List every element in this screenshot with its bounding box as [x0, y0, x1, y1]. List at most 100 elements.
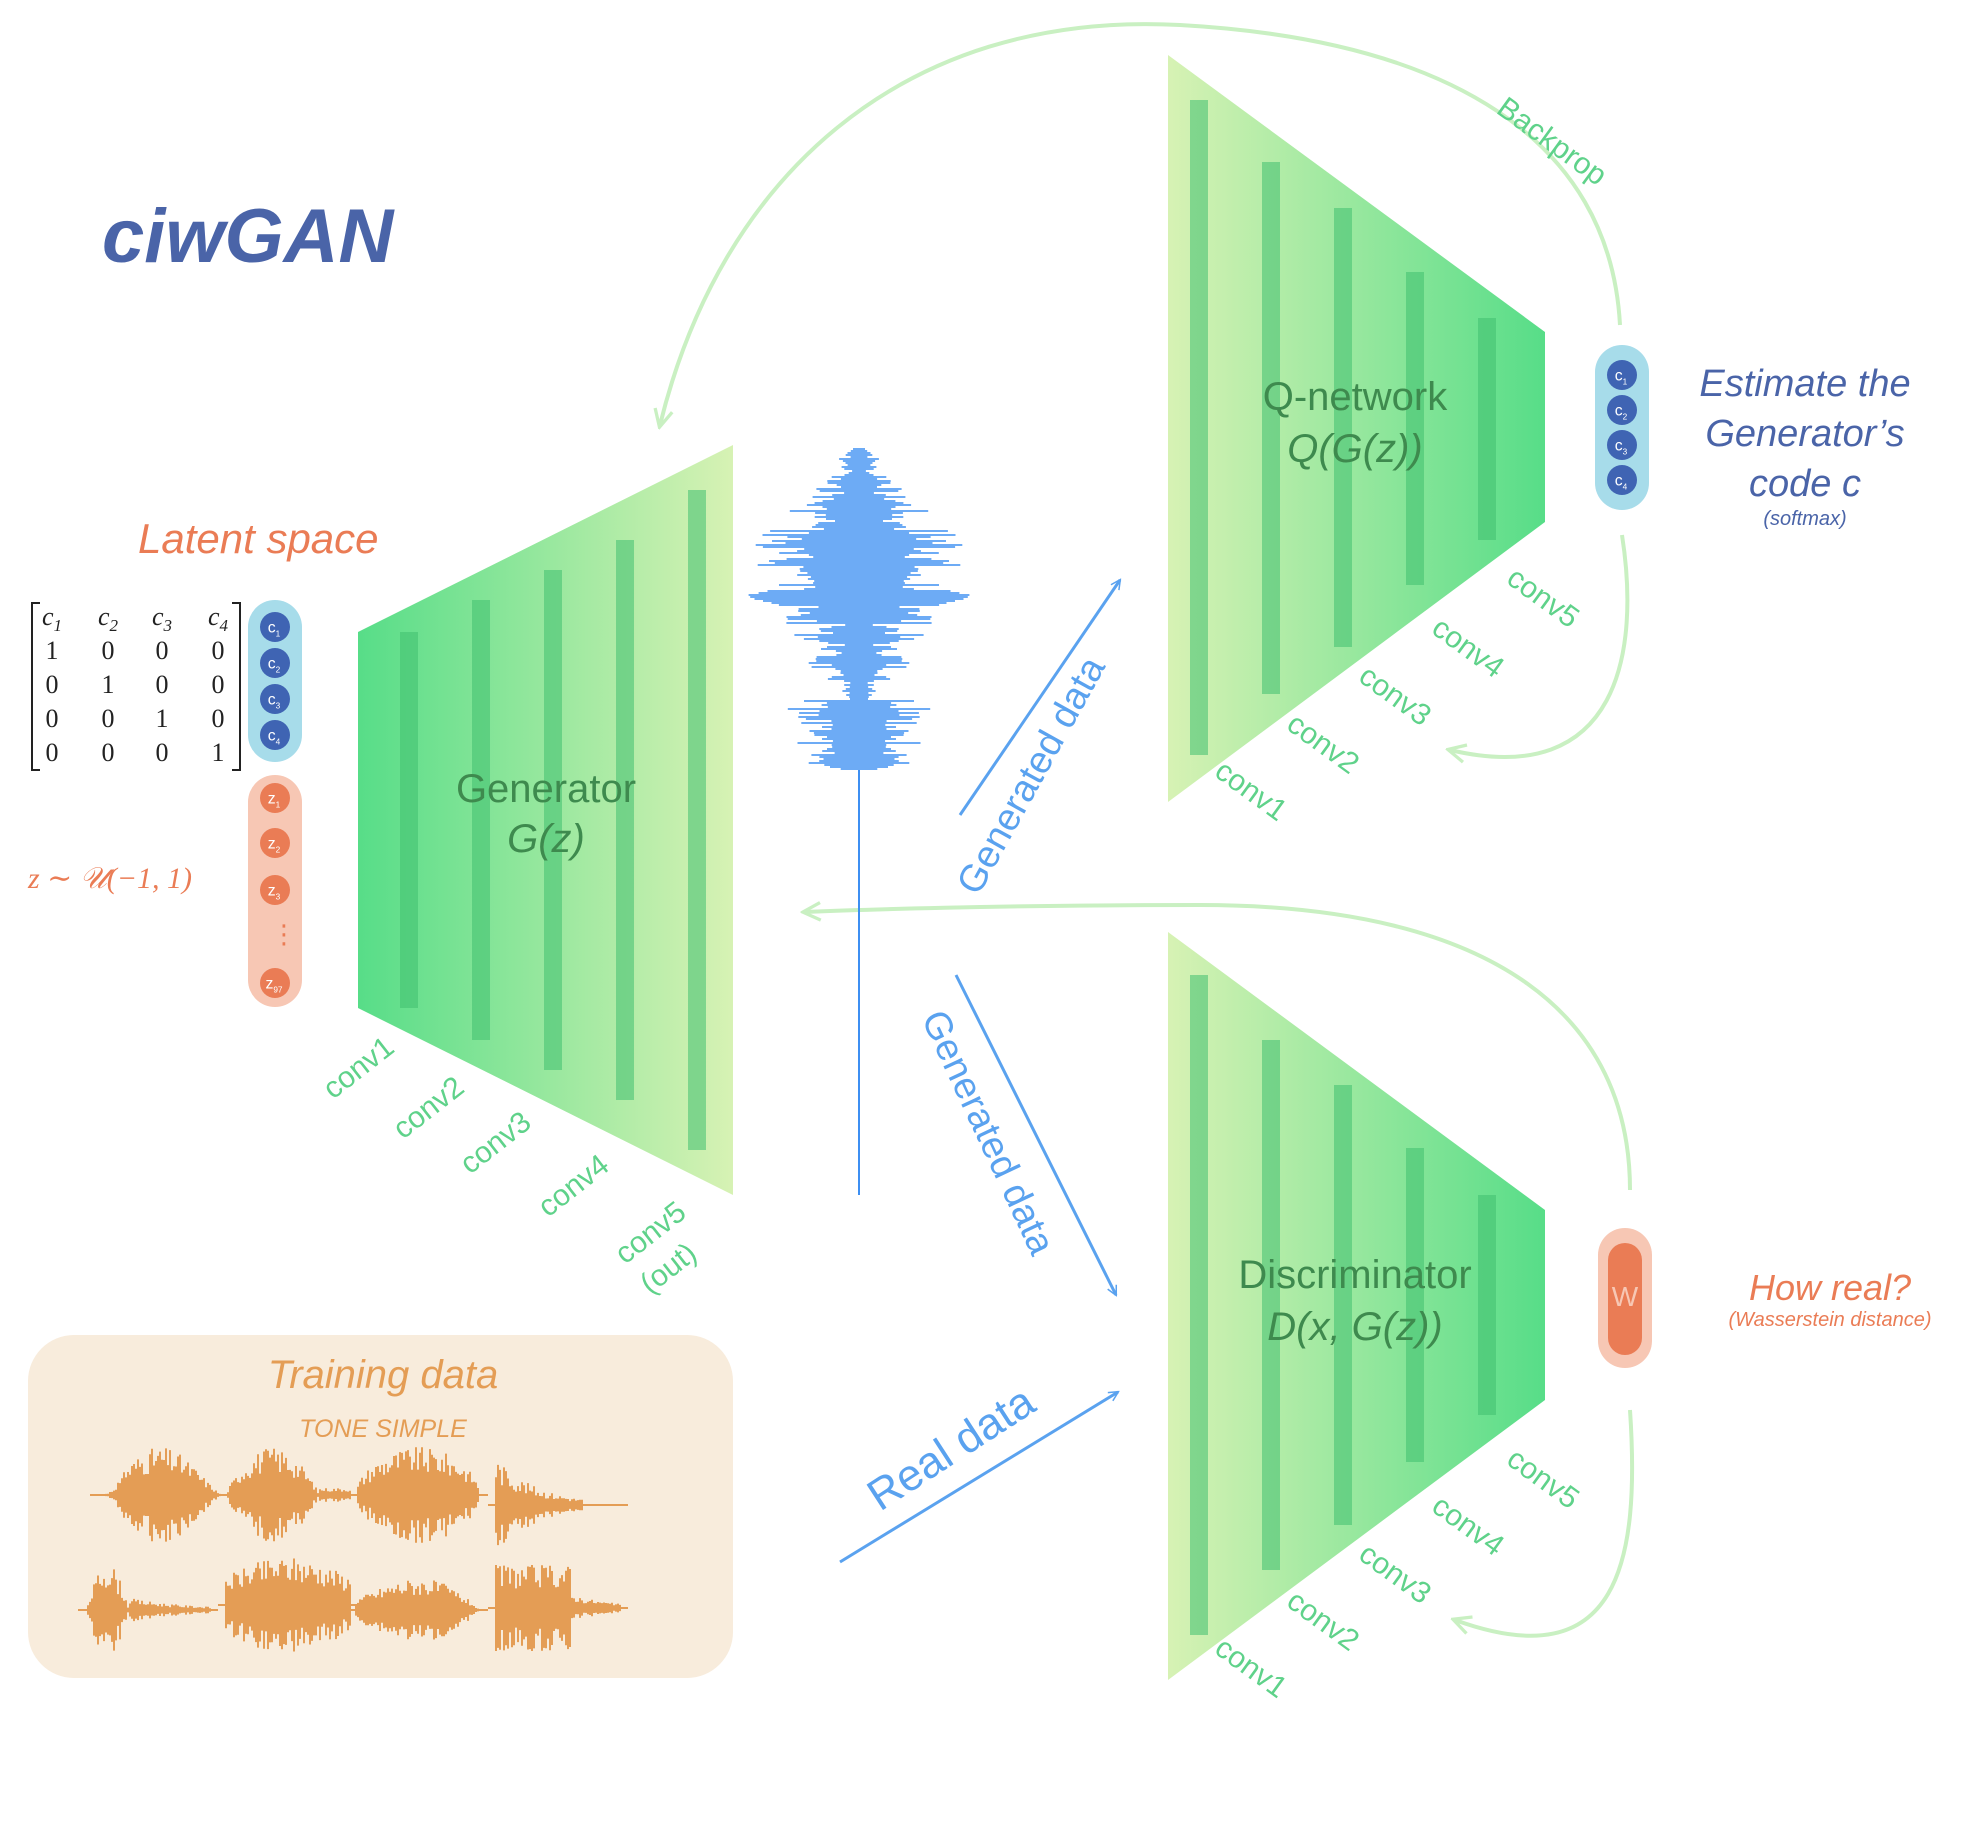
discriminator-name: Discriminator	[1238, 1253, 1471, 1297]
discriminator-layer-bar-4	[1406, 1148, 1424, 1462]
training-waveform-2	[218, 1448, 358, 1542]
real-to-d-arrow	[839, 1390, 1118, 1564]
discriminator-layer-bar-5	[1478, 1195, 1496, 1415]
matrix-cell: 0	[46, 738, 59, 767]
generator-name: Generator	[456, 767, 636, 811]
estimate-code-node-c3: c3	[1607, 430, 1637, 460]
discriminator-layer-label-1: conv1	[1209, 1631, 1293, 1705]
discriminator-layer-bar-3	[1334, 1085, 1352, 1525]
estimate-code-node-c4-circle	[1607, 465, 1637, 495]
w-node	[1608, 1243, 1642, 1355]
training-waveform-5	[78, 1569, 218, 1651]
z-node-z97: z97	[260, 968, 290, 998]
estimate-capsule	[1595, 345, 1649, 510]
q-network-layer-bar-4	[1406, 272, 1424, 585]
generated-to-q-arrow	[958, 580, 1120, 816]
matrix-left-bracket	[31, 602, 40, 771]
generator-layer-label-2: conv2	[387, 1070, 470, 1145]
training-waveform-6	[218, 1558, 358, 1652]
generated-waveform-trace	[748, 448, 970, 770]
generator-layer-label-1: conv1	[317, 1030, 400, 1105]
matrix-cell: 1	[212, 738, 225, 767]
z-node-z2: z2	[260, 828, 290, 858]
estimate-code-node-c1: c1	[1607, 360, 1637, 390]
z-node-z1-circle	[260, 783, 290, 813]
training-waveform-1	[90, 1448, 230, 1542]
discriminator-layer-label-2: conv2	[1281, 1584, 1365, 1658]
matrix-cell: 0	[212, 636, 225, 665]
generated-data-q-label: Generated data	[949, 649, 1114, 901]
training-data-subheading: TONE SIMPLE	[299, 1415, 467, 1443]
estimate-note: (softmax)	[1763, 508, 1846, 530]
matrix-header-c2: c2	[98, 602, 119, 635]
z-node-z3: z3	[260, 875, 290, 905]
latent-code-node-c2: c2	[260, 648, 290, 678]
q-loop-curve	[1450, 534, 1630, 757]
d-feedback-curve-to-generator	[805, 905, 1632, 1191]
data-flow-arrows	[839, 580, 1120, 1564]
matrix-cell: 1	[102, 670, 115, 699]
q-network-layer-label-1: conv1	[1209, 754, 1293, 828]
training-waveform-8	[488, 1565, 628, 1651]
discriminator-layer-label-3: conv3	[1353, 1537, 1437, 1611]
estimate-code-node-c1-circle	[1607, 360, 1637, 390]
training-waveform-3	[348, 1447, 488, 1543]
matrix-cell: 0	[156, 738, 169, 767]
q-network-layer-bar-1	[1190, 100, 1208, 755]
discriminator-layer-bar-2	[1262, 1040, 1280, 1570]
latent-code-node-c2-circle	[260, 648, 290, 678]
z-ellipsis: ⋮	[271, 919, 297, 949]
generator-layer-bar-2	[472, 600, 490, 1040]
z-node-z3-circle	[260, 875, 290, 905]
how-real-note: (Wasserstein distance)	[1728, 1309, 1931, 1331]
generator-layer-label-3: conv3	[454, 1105, 537, 1180]
matrix-header-c4: c4	[208, 602, 229, 635]
latent-code-node-c4-circle	[260, 720, 290, 750]
matrix-cell: 0	[212, 704, 225, 733]
matrix-cell: 0	[156, 636, 169, 665]
generator-layer-label-4: conv4	[532, 1148, 615, 1223]
diagram-title: ciwGAN	[102, 194, 395, 279]
matrix-cell: 0	[212, 670, 225, 699]
matrix-right-bracket	[232, 602, 241, 771]
w-node-label: W	[1612, 1281, 1639, 1312]
matrix-header-c3: c3	[152, 602, 172, 635]
q-network-layer-bar-2	[1262, 162, 1280, 694]
q-network-function: Q(G(z))	[1287, 427, 1423, 471]
generator-layer-bar-3	[544, 570, 562, 1070]
estimate-code-node-c2: c2	[1607, 395, 1637, 425]
matrix-cell: 1	[156, 704, 169, 733]
latent-code-node-c1: c1	[260, 612, 290, 642]
matrix-cell: 0	[46, 704, 59, 733]
q-network: Q-network Q(G(z)) conv1conv2conv3conv4co…	[1168, 55, 1585, 828]
latent-code-node-c3-circle	[260, 684, 290, 714]
d-loop-curve	[1455, 1409, 1635, 1638]
matrix-cell: 1	[46, 636, 59, 665]
z-node-z97-circle	[260, 968, 290, 998]
latent-code-node-c1-circle	[260, 612, 290, 642]
backprop-label: Backprop	[1491, 91, 1613, 192]
generator-function: G(z)	[507, 817, 585, 861]
q-network-layer-label-4: conv4	[1426, 611, 1510, 685]
z-distribution-label: z ∼ 𝒰(−1, 1)	[27, 862, 192, 895]
discriminator-layer-label-4: conv4	[1426, 1489, 1510, 1563]
generated-data-d-label: Generated data	[913, 1004, 1063, 1262]
generator-layer-bar-4	[616, 540, 634, 1100]
z-node-z1: z1	[260, 783, 290, 813]
estimate-code-node-c3-circle	[1607, 430, 1637, 460]
discriminator-function: D(x, G(z))	[1267, 1305, 1443, 1349]
generator-network: Generator G(z) conv1conv2conv3conv4conv5…	[317, 445, 733, 1301]
feedback-arrows	[660, 22, 1635, 1638]
training-waveform-4	[488, 1464, 628, 1546]
matrix-cell: 0	[102, 704, 115, 733]
how-real-label: How real?	[1749, 1267, 1911, 1308]
estimate-code-node-c2-circle	[1607, 395, 1637, 425]
q-network-layer-bar-5	[1478, 318, 1496, 540]
discriminator-network: Discriminator D(x, G(z)) conv1conv2conv3…	[1168, 932, 1585, 1705]
matrix-cell: 0	[46, 670, 59, 699]
q-network-layer-label-5: conv5	[1501, 561, 1585, 635]
matrix-header-c1: c1	[42, 602, 62, 635]
q-network-layer-label-2: conv2	[1281, 707, 1365, 781]
